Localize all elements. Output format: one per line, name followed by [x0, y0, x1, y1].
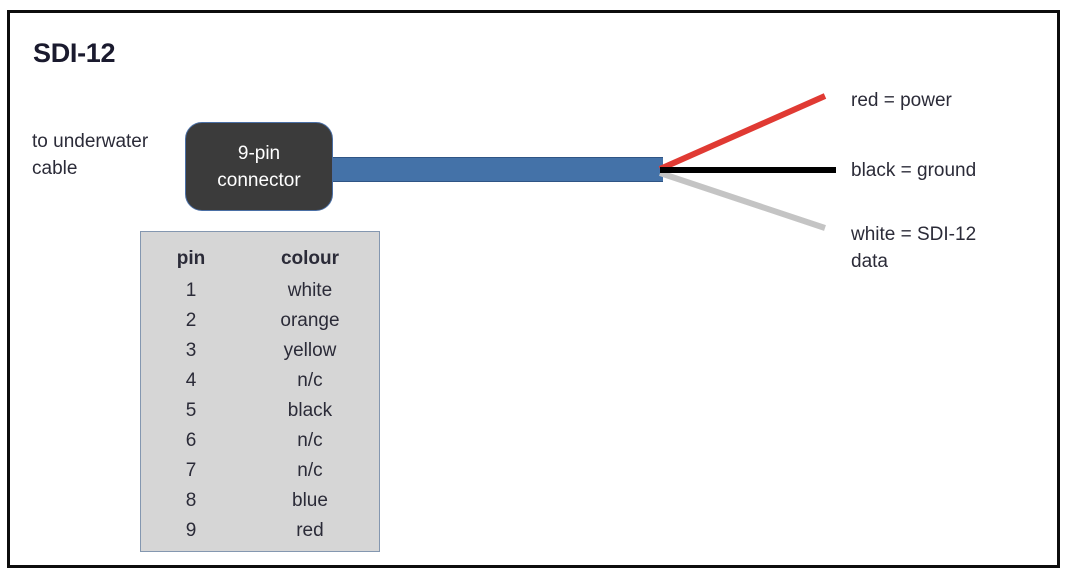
cell-colour: n/c — [297, 430, 323, 451]
page-title: SDI-12 — [33, 38, 116, 68]
table-row: 2 orange — [141, 306, 379, 336]
cell-colour: orange — [280, 310, 340, 331]
cell-colour: black — [287, 400, 333, 421]
underwater-cable-body — [333, 157, 663, 182]
table-header-row: pin colour — [141, 244, 379, 276]
cell-pin: 2 — [185, 310, 197, 331]
table-row: 7 n/c — [141, 456, 379, 486]
cell-colour: n/c — [297, 370, 323, 391]
cell-colour: n/c — [297, 460, 323, 481]
cell-pin: 6 — [185, 430, 197, 451]
cell-colour: red — [296, 520, 324, 541]
cell-colour: blue — [292, 490, 328, 511]
cell-pin: 9 — [185, 520, 197, 541]
cell-colour: white — [287, 280, 333, 301]
pin-table-body: 1 white 2 orange 3 yellow 4 n/c 5 black 6 n/c 7 n/c 8 b… — [141, 276, 379, 546]
cell-pin: 4 — [185, 370, 197, 391]
cell-pin: 3 — [185, 340, 197, 361]
connector-label-line1: 9-pin — [237, 142, 281, 164]
table-row: 3 yellow — [141, 336, 379, 366]
table-row: 6 n/c — [141, 426, 379, 456]
table-row: 8 blue — [141, 486, 379, 516]
table-row: 4 n/c — [141, 366, 379, 396]
left-caption-label: to underwater cable — [32, 131, 149, 179]
cell-pin: 1 — [185, 280, 197, 301]
table-row: 1 white — [141, 276, 379, 306]
table-row: 9 red — [141, 516, 379, 546]
nine-pin-connector-block: 9-pin connector — [185, 122, 333, 211]
pin-colour-table: pin colour 1 white 2 orange 3 yellow 4 n/c 5 blac… — [140, 231, 380, 552]
table-header-pin: pin — [176, 248, 206, 269]
white-wire-label: white = SDI-12 data — [851, 224, 977, 272]
table-header-colour: colour — [280, 248, 339, 269]
cell-pin: 8 — [185, 490, 197, 511]
pin-table-grid: pin colour 1 white 2 orange 3 yellow 4 n/c 5 blac… — [141, 244, 379, 546]
cell-colour: yellow — [283, 340, 337, 361]
table-row: 5 black — [141, 396, 379, 426]
connector-label-line2: connector — [217, 169, 301, 191]
cell-pin: 5 — [185, 400, 197, 421]
red-wire-label: red = power — [851, 90, 952, 111]
cell-pin: 7 — [185, 460, 197, 481]
black-wire-label: black = ground — [851, 160, 977, 181]
